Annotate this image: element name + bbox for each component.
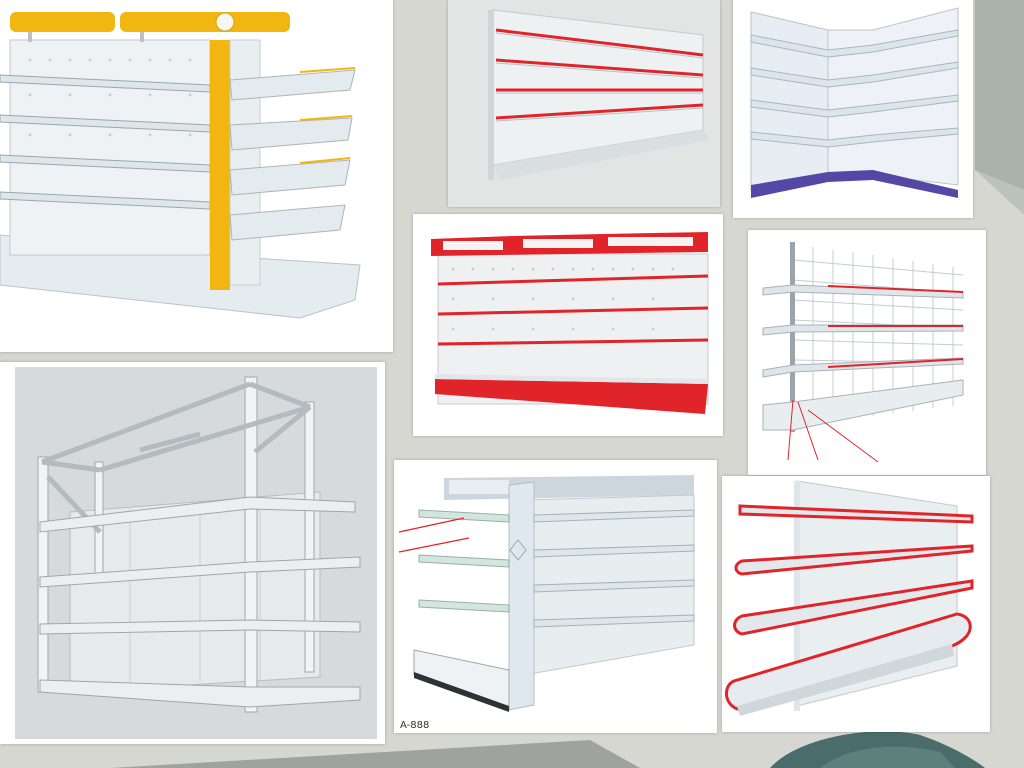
shelf-unit-icon	[733, 0, 973, 218]
photo-red-pegboard-shelf	[413, 214, 723, 436]
photo-yellow-lightbox-gondola	[0, 0, 393, 352]
shelf-unit-icon	[448, 0, 720, 207]
shelf-unit-icon	[748, 230, 986, 475]
photo-wire-mesh-shelf	[748, 230, 986, 475]
photo-frame-rack-shelf	[0, 362, 385, 744]
shelf-unit-icon	[722, 476, 990, 732]
shelf-unit-icon	[394, 460, 717, 733]
shelf-unit-icon	[0, 0, 393, 352]
photo-glass-shelf-gondola: A-888	[394, 460, 717, 733]
shelf-unit-icon	[413, 214, 723, 436]
photo-caption: A-888	[400, 720, 430, 731]
shelf-unit-icon	[15, 367, 377, 739]
photo-corner-shelf-purple-base	[733, 0, 973, 218]
photo-round-end-red-shelf	[722, 476, 990, 732]
photo-wall-shelf-red-edges	[448, 0, 720, 207]
